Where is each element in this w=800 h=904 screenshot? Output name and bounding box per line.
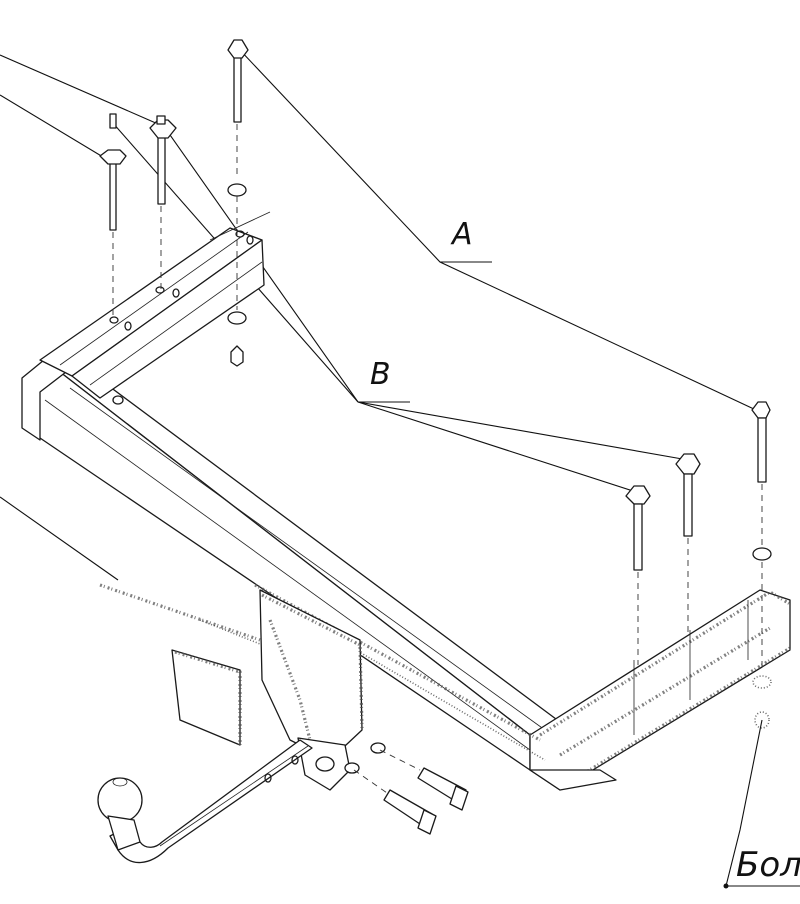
- bolt-left-3-shank: [233, 55, 242, 123]
- center-bolt-2-head: [417, 809, 437, 835]
- nut-left-3: [230, 345, 244, 367]
- left-bracket-lower-edge: [89, 261, 263, 386]
- bracket-hole-1: [235, 230, 245, 238]
- bolt-left-1-shank: [109, 159, 117, 231]
- arm-hole-1: [264, 773, 272, 783]
- washer-left-3b: [227, 311, 247, 325]
- label-bolt-partial: Бол: [736, 845, 800, 885]
- bolt-left-2-top: [156, 115, 166, 125]
- crossbeam-edge-line: [44, 399, 531, 751]
- center-plate-rough: [261, 593, 364, 729]
- left-bracket-inner-edge: [59, 231, 249, 366]
- ball-mount-bracket: [297, 737, 351, 791]
- bolt-right-1-head: [625, 485, 651, 505]
- left-bolts: [99, 39, 249, 367]
- leader-bolt-dot: [723, 883, 729, 889]
- bolt-right-3-shank: [757, 417, 767, 483]
- bracket-hole-6: [246, 235, 254, 245]
- crossbeam-rough-shading: [99, 583, 546, 761]
- bolt-left-2-shank: [157, 131, 166, 205]
- nut-right-3: [754, 711, 770, 729]
- leader-left-2: [0, 94, 109, 161]
- leader-left-1: [0, 54, 159, 125]
- side-plate-rough: [174, 650, 242, 745]
- bracket-hole-4: [172, 288, 180, 298]
- leader-b-line-3: [357, 401, 689, 461]
- tow-ball: [97, 777, 143, 823]
- bracket-hole-2: [155, 286, 165, 294]
- center-bolts: [344, 742, 469, 835]
- bolt-right-3-head: [751, 401, 771, 419]
- label-b: B: [370, 357, 391, 392]
- right-side-bracket: [529, 589, 791, 791]
- center-bolt-1-head: [449, 785, 469, 811]
- washer-left-3a: [227, 183, 247, 197]
- bolt-left-3-head: [227, 39, 249, 59]
- bracket-hole-5: [124, 321, 132, 331]
- right-bolts: [625, 401, 772, 729]
- leader-b-line-4: [357, 401, 637, 493]
- center-plate-rough-2: [268, 619, 312, 741]
- tow-ball-highlight: [112, 777, 128, 787]
- washer-right-3a: [752, 547, 772, 561]
- rough-line-2: [269, 599, 546, 761]
- bolt-right-2-shank: [683, 473, 693, 537]
- bolt-left-1-head: [99, 149, 127, 165]
- label-a: A: [450, 217, 473, 252]
- bolt-right-2-head: [675, 453, 701, 475]
- bolt-left-1-tip: [109, 113, 117, 129]
- arm-tube: [109, 739, 313, 864]
- bolt-right-1-shank: [633, 503, 643, 571]
- tow-ball-arm: [97, 739, 313, 864]
- washer-right-3b: [752, 675, 772, 689]
- axis-center-2: [353, 769, 391, 796]
- crossbeam-top-edge: [69, 387, 546, 731]
- right-bracket-rough-bottom: [559, 646, 791, 790]
- leader-bolt-line: [725, 719, 763, 887]
- right-bracket-foot: [529, 769, 617, 791]
- right-bracket-rough-mid: [559, 626, 771, 757]
- bracket-hole-7: [112, 395, 124, 405]
- left-bracket-axis: [209, 211, 271, 241]
- tow-ball-neck: [107, 815, 141, 851]
- bracket-pin-hole: [315, 756, 335, 772]
- side-plate-left: [171, 649, 241, 746]
- center-mount: [171, 589, 364, 791]
- main-crossbeam: [21, 359, 561, 771]
- leader-left-3: [0, 496, 119, 581]
- leader-a-line: [237, 47, 757, 411]
- left-side-bracket: [39, 211, 271, 405]
- left-bracket-side: [71, 239, 265, 399]
- axis-center-1: [379, 749, 421, 771]
- rough-line-3: [99, 583, 261, 642]
- arm-center-line: [159, 745, 309, 847]
- arm-hole-2: [291, 755, 299, 765]
- right-bracket-body: [529, 589, 791, 791]
- bracket-hole-3: [109, 316, 119, 324]
- labels: A B Бол: [370, 217, 800, 885]
